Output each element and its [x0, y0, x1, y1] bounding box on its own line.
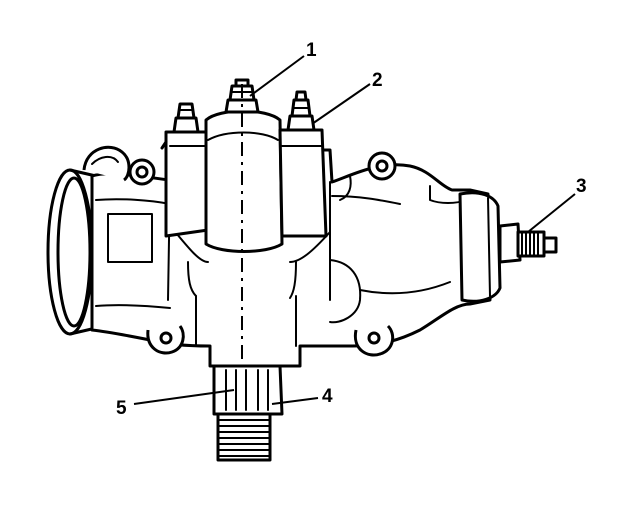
left-end-flange — [46, 168, 98, 336]
input-shaft-end — [458, 191, 558, 303]
callout-5: 5 — [116, 398, 127, 419]
callout-2: 2 — [372, 70, 383, 91]
callout-4: 4 — [322, 386, 333, 407]
sector-shaft — [212, 364, 284, 462]
valve-towers — [160, 78, 328, 253]
callout-3: 3 — [576, 176, 587, 197]
mounting-bosses — [128, 151, 397, 357]
callout-1: 1 — [306, 40, 317, 61]
callout-leaders — [133, 55, 576, 405]
